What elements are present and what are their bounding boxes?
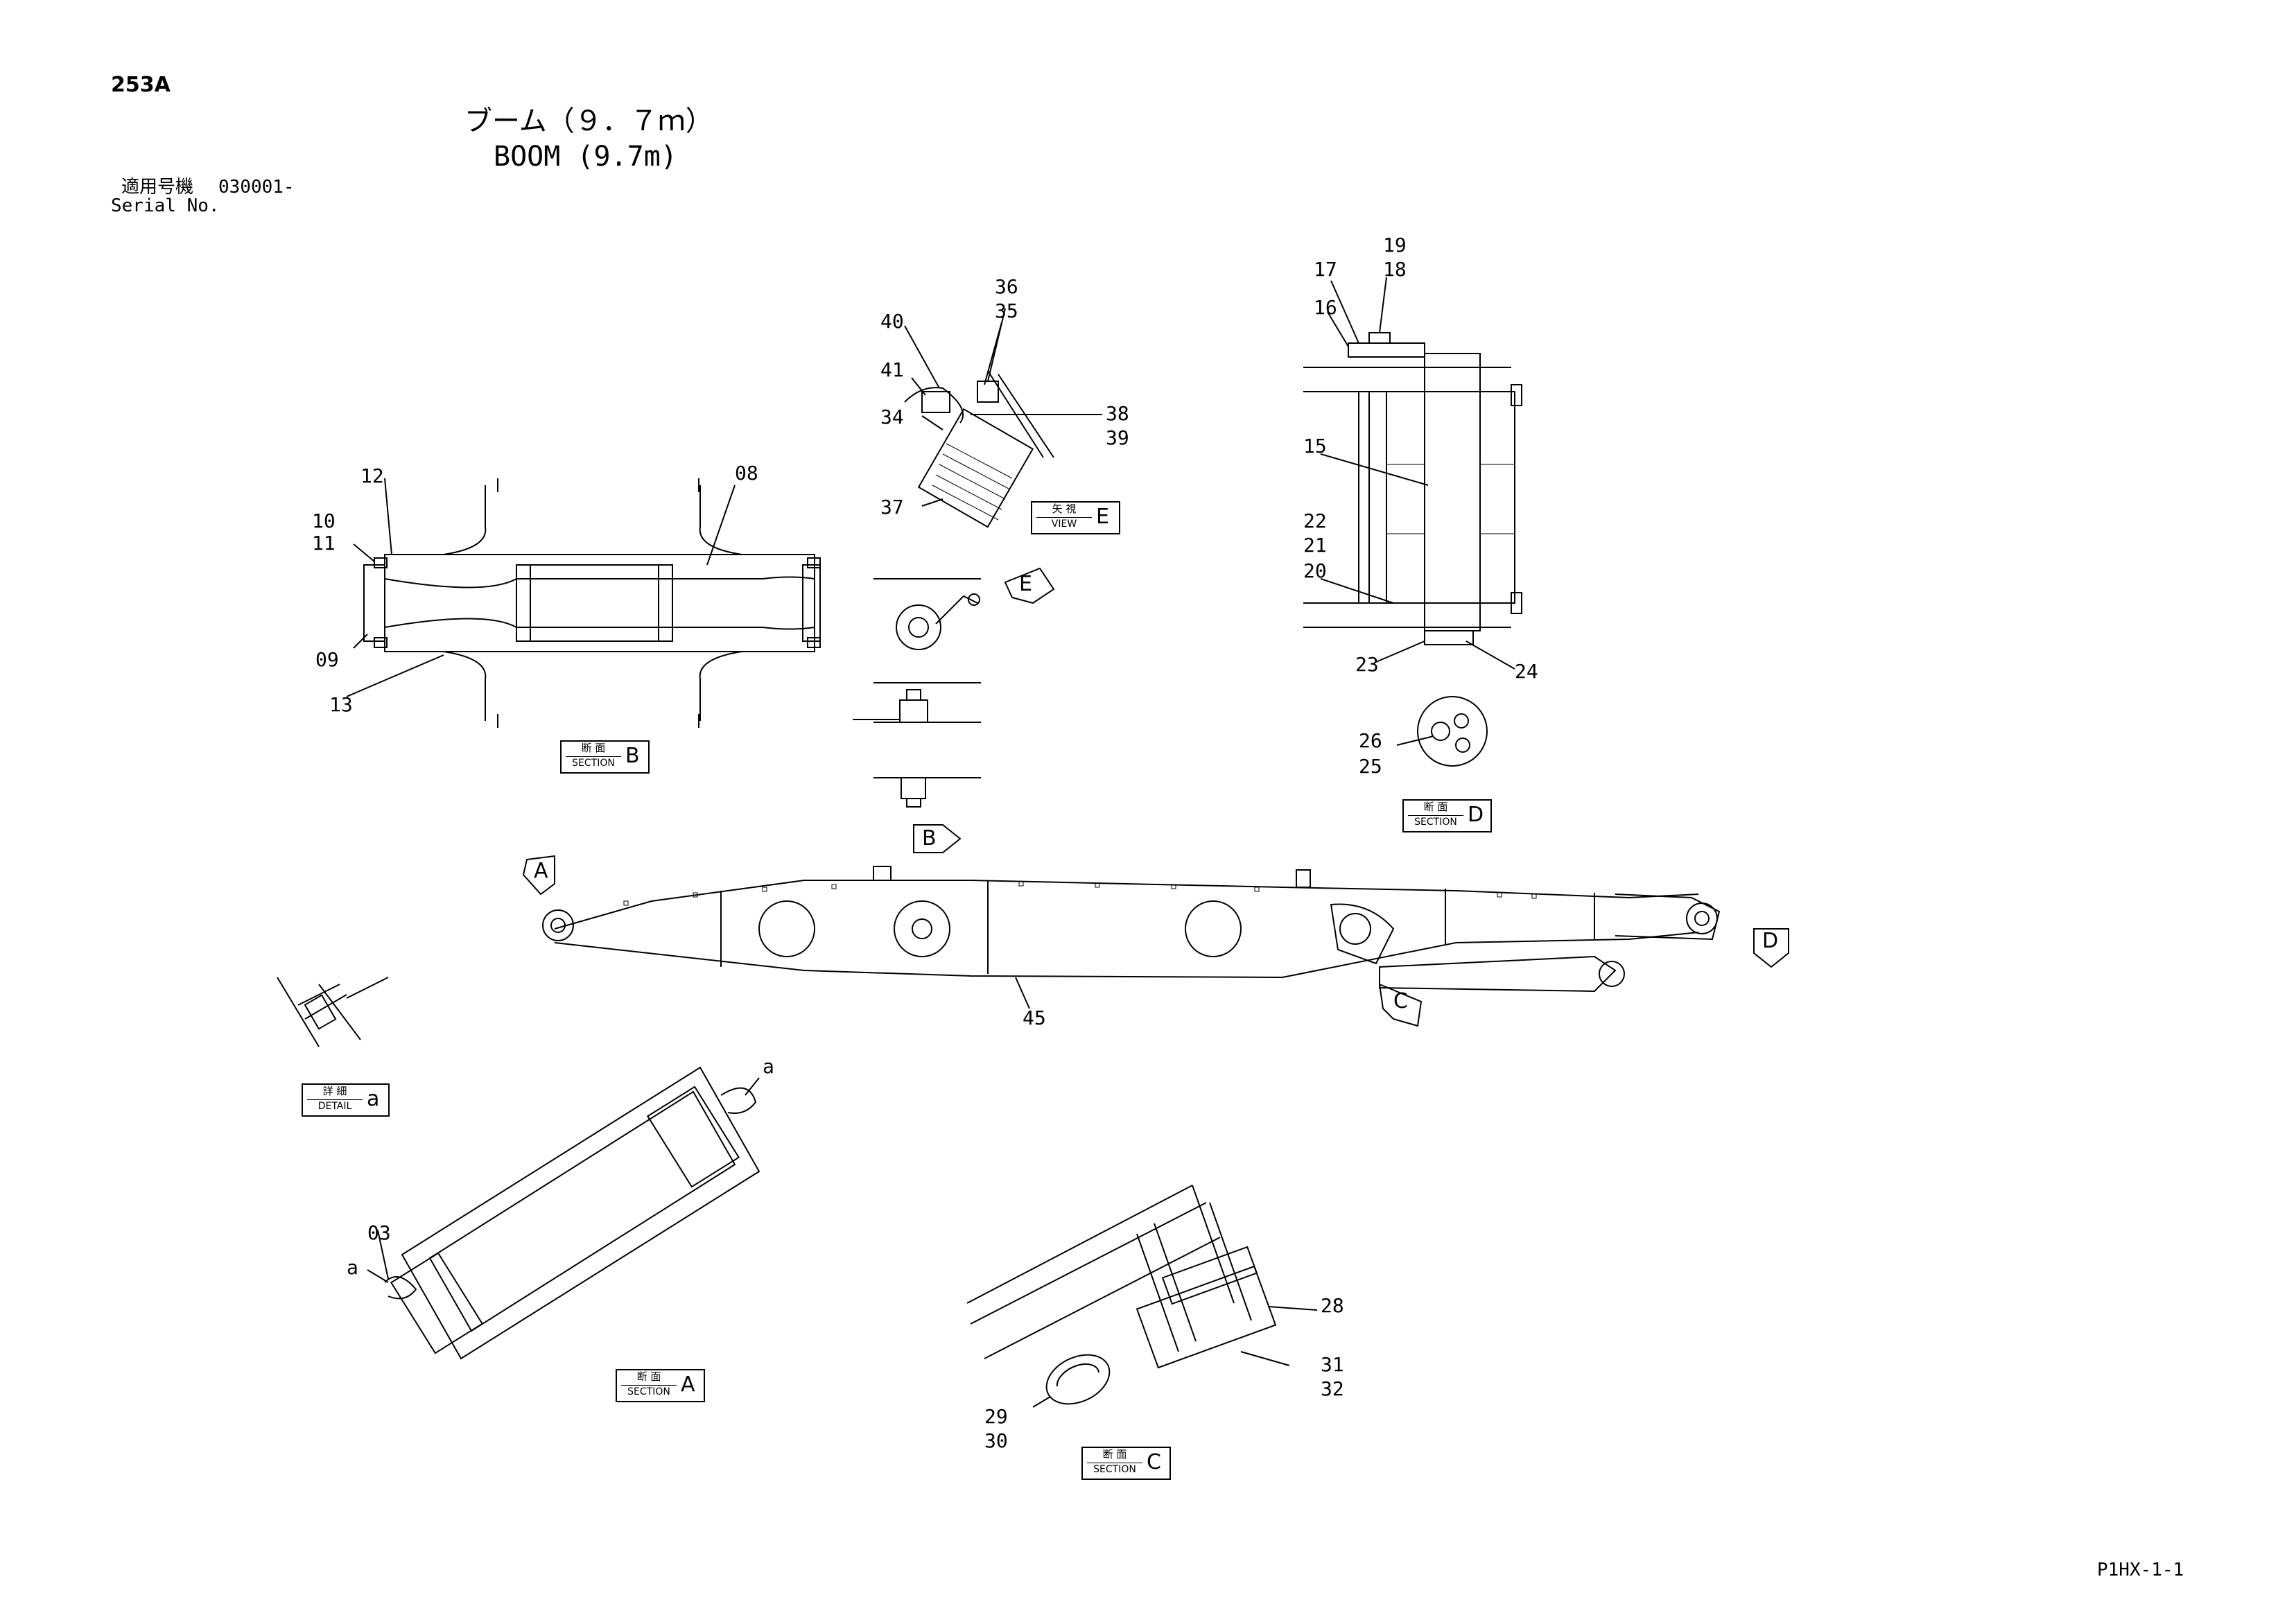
detail-a-tag-en: DETAIL <box>318 1101 352 1112</box>
page-code: 253A <box>111 73 171 97</box>
section-d-tag-letter: D <box>1468 803 1484 827</box>
callout-36: 36 <box>995 275 1018 298</box>
section-b-tag-en: SECTION <box>572 758 615 769</box>
section-d-tag: 断 面 SECTION D <box>1402 799 1492 832</box>
view-e-drawing <box>904 308 1102 528</box>
drawing-number: P1HX-1-1 <box>2097 1560 2184 1580</box>
callout-32: 32 <box>1321 1377 1344 1400</box>
section-c-drawing <box>966 1185 1318 1408</box>
callout-26: 26 <box>1359 729 1382 752</box>
callout-15: 15 <box>1303 435 1327 457</box>
view-arrow-e: E <box>1019 572 1032 596</box>
view-arrow-b: B <box>922 826 937 851</box>
view-arrow-d: D <box>1762 929 1779 953</box>
serial-label-japanese: 適用号機 <box>121 177 194 198</box>
callout-39: 39 <box>1106 426 1129 449</box>
callout-20: 20 <box>1303 559 1327 582</box>
section-a-tag: 断 面 SECTION A <box>616 1369 705 1402</box>
callout-a-lower: a <box>347 1256 358 1279</box>
view-e-tag-en: VIEW <box>1051 518 1077 530</box>
section-e-detail-drawing <box>853 578 981 808</box>
view-arrow-shapes <box>522 567 1789 1027</box>
callout-41: 41 <box>880 358 904 381</box>
main-boom-drawing <box>542 866 1721 1009</box>
callout-24: 24 <box>1515 660 1538 683</box>
callout-40: 40 <box>880 310 904 333</box>
callout-29: 29 <box>984 1405 1008 1428</box>
section-c-tag-jp: 断 面 <box>1102 1448 1127 1460</box>
callout-17: 17 <box>1314 258 1337 281</box>
view-e-tag: 矢 視 VIEW E <box>1031 501 1120 534</box>
detail-a-drawing <box>277 977 389 1047</box>
title-japanese: ブーム（９．７ｍ） <box>464 105 713 137</box>
section-b-tag: 断 面 SECTION B <box>560 740 650 774</box>
callout-35: 35 <box>995 299 1018 322</box>
callout-23: 23 <box>1355 653 1379 676</box>
section-b-tag-jp: 断 面 <box>581 742 606 754</box>
view-e-tag-jp: 矢 視 <box>1052 503 1077 515</box>
callout-45: 45 <box>1023 1006 1046 1029</box>
callout-25: 25 <box>1359 755 1382 778</box>
section-b-tag-letter: B <box>625 744 640 768</box>
serial-label-english: Serial No. <box>111 195 220 216</box>
callout-08: 08 <box>735 462 758 485</box>
detail-a-tag: 詳 細 DETAIL a <box>302 1083 390 1117</box>
callout-34: 34 <box>880 406 904 428</box>
view-arrow-c: C <box>1393 989 1408 1013</box>
callout-11: 11 <box>312 532 336 555</box>
callout-19: 19 <box>1383 234 1407 256</box>
callout-37: 37 <box>880 496 904 518</box>
detail-a-tag-letter: a <box>367 1087 380 1111</box>
callout-16: 16 <box>1314 296 1337 319</box>
section-a-tag-jp: 断 面 <box>636 1370 661 1383</box>
detail-a-tag-jp: 詳 細 <box>322 1085 347 1097</box>
section-a-tag-letter: A <box>681 1372 695 1397</box>
callout-22: 22 <box>1303 509 1327 532</box>
callout-09: 09 <box>315 648 339 671</box>
view-e-tag-letter: E <box>1096 505 1109 529</box>
section-d-drawing <box>1303 277 1522 767</box>
callout-30: 30 <box>984 1429 1008 1452</box>
callout-18: 18 <box>1383 258 1407 281</box>
view-arrow-a: A <box>534 859 548 883</box>
serial-value: 030001- <box>218 177 295 198</box>
callout-a-upper: a <box>763 1055 774 1078</box>
callout-12: 12 <box>360 464 384 487</box>
callout-31: 31 <box>1321 1353 1344 1376</box>
section-c-tag: 断 面 SECTION C <box>1081 1447 1171 1480</box>
section-a-drawing <box>367 1066 760 1360</box>
section-d-tag-jp: 断 面 <box>1423 801 1448 813</box>
section-d-tag-en: SECTION <box>1414 817 1457 828</box>
section-b-drawing <box>346 478 821 728</box>
title-english: BOOM (9.7m) <box>494 141 677 173</box>
callout-21: 21 <box>1303 534 1327 557</box>
callout-03: 03 <box>367 1221 391 1244</box>
callout-38: 38 <box>1106 402 1129 425</box>
section-c-tag-letter: C <box>1147 1450 1161 1474</box>
callout-10: 10 <box>312 509 336 532</box>
callout-13: 13 <box>329 693 353 716</box>
callout-28: 28 <box>1321 1294 1344 1317</box>
section-a-tag-en: SECTION <box>627 1386 670 1397</box>
section-c-tag-en: SECTION <box>1093 1464 1136 1475</box>
